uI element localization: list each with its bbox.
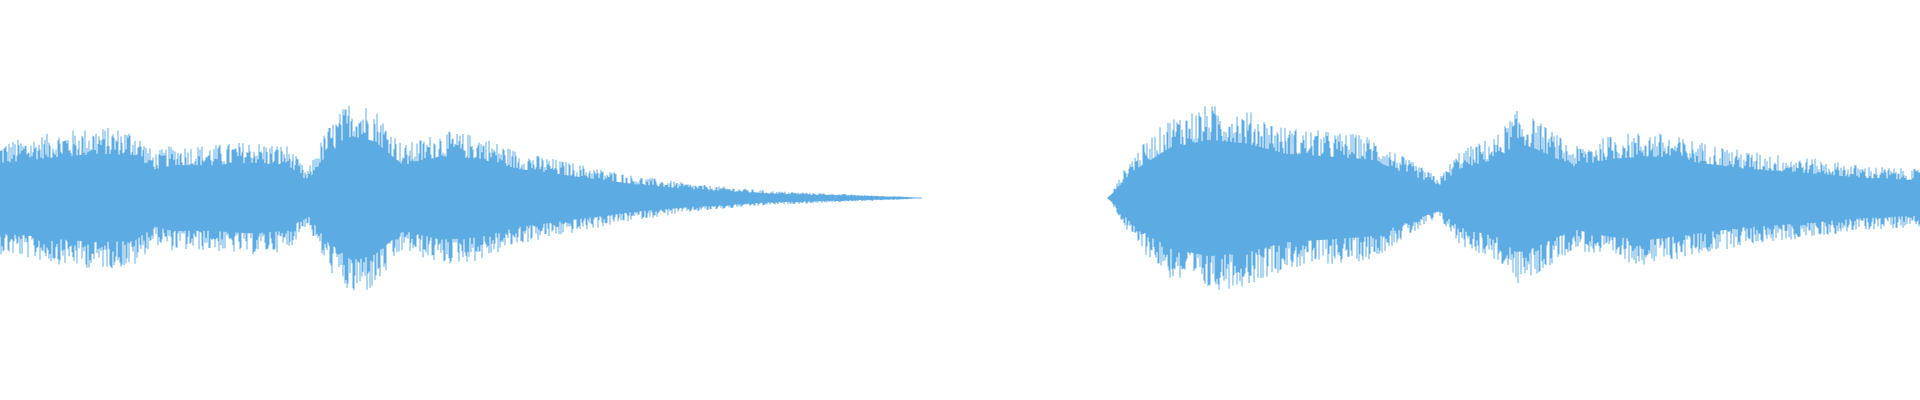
waveform-peaks	[0, 105, 921, 291]
waveform-clip-start-marker	[1107, 193, 1119, 203]
waveform-peaks	[1112, 106, 1920, 290]
waveform-clip-1[interactable]	[0, 105, 922, 291]
waveform-clip-2[interactable]	[1107, 106, 1920, 290]
